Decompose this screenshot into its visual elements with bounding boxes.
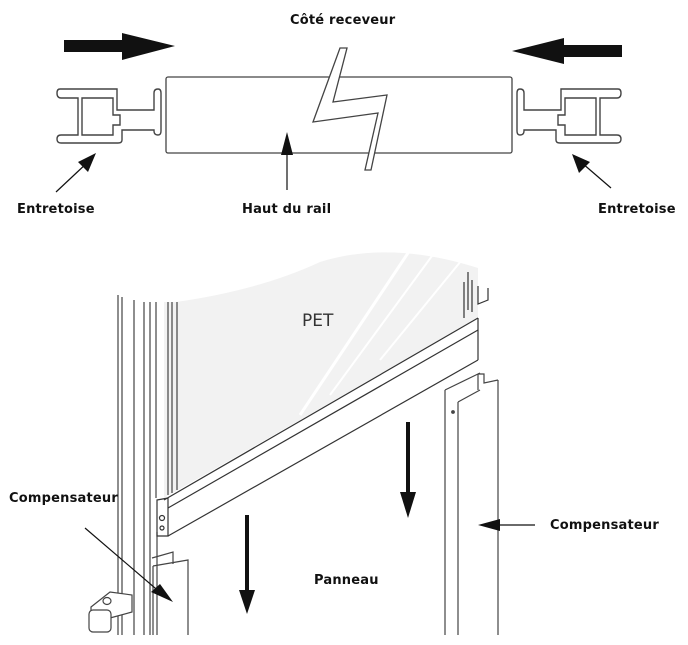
bottom-rail: [156, 272, 489, 537]
compensator-left-part: [151, 551, 189, 635]
label-receiver-side: Côté receveur: [290, 13, 396, 28]
push-arrow-left-icon: [512, 38, 622, 64]
pointer-arrow-spacer-right: [572, 154, 612, 189]
spacer-right-profile: [516, 88, 622, 144]
label-spacer-left: Entretoise: [17, 202, 95, 217]
label-compensator-right: Compensateur: [550, 518, 660, 533]
down-arrow-rail-icon: [400, 422, 416, 518]
spacer-left-profile: [56, 88, 162, 144]
label-pet: PET: [302, 311, 334, 331]
compensator-right-part: [444, 372, 499, 635]
label-compensator-left: Compensateur: [9, 491, 119, 506]
hinge-part: [88, 591, 133, 633]
pet-panel: [164, 244, 478, 498]
break-symbol-icon: [312, 47, 388, 171]
label-panel: Panneau: [314, 573, 379, 588]
label-rail-top: Haut du rail: [242, 202, 332, 217]
pointer-arrow-rail-top: [281, 132, 293, 190]
pointer-arrow-spacer-left: [55, 153, 96, 193]
push-arrow-right-icon: [64, 33, 175, 60]
label-spacer-right: Entretoise: [598, 202, 676, 217]
pointer-arrow-compensator-left: [84, 527, 173, 602]
down-arrow-panel-icon: [239, 515, 255, 614]
pointer-arrow-compensator-right: [478, 519, 535, 531]
frame-left-profile: [117, 295, 178, 635]
